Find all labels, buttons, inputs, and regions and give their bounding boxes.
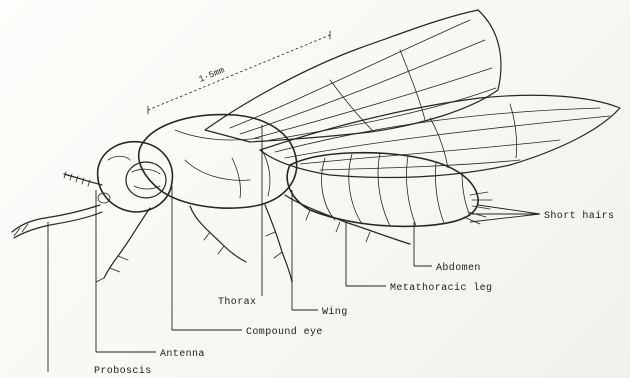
label-wing: Wing xyxy=(322,306,348,318)
antenna xyxy=(64,172,110,203)
abdomen xyxy=(287,153,492,227)
lower-wing xyxy=(260,95,620,177)
thorax xyxy=(139,115,297,209)
legs xyxy=(96,195,410,282)
label-antenna: Antenna xyxy=(160,349,205,360)
label-thorax: Thorax xyxy=(218,296,256,308)
label-metathoracic-leg: Metathoracic leg xyxy=(390,282,492,294)
compound-eye xyxy=(126,162,166,198)
scale-bar-label: 1·5mm xyxy=(197,65,226,84)
label-proboscis: Proboscis xyxy=(94,365,152,377)
label-abdomen: Abdomen xyxy=(436,262,481,274)
proboscis xyxy=(12,205,102,238)
label-short-hairs: Short hairs xyxy=(544,210,614,222)
label-compound-eye: Compound eye xyxy=(246,326,323,338)
